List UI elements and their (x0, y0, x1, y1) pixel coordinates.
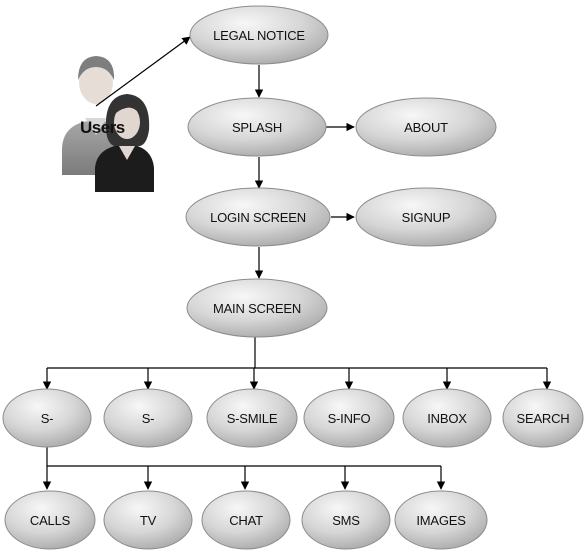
node-label: INBOX (427, 411, 467, 426)
node-label: S- (41, 411, 54, 426)
node-splash[interactable]: SPLASH (187, 97, 327, 157)
nodes: LEGAL NOTICE SPLASH ABOUT LOGIN SCREEN S… (2, 5, 584, 550)
node-s-info[interactable]: S-INFO (303, 388, 395, 448)
node-label: SPLASH (232, 120, 282, 135)
node-label: ABOUT (404, 120, 448, 135)
node-s-dash-1[interactable]: S- (2, 388, 92, 448)
node-main-screen[interactable]: MAIN SCREEN (186, 278, 328, 338)
node-label: SIGNUP (402, 210, 451, 225)
node-search[interactable]: SEARCH (502, 388, 584, 448)
node-label: SMS (332, 513, 360, 528)
node-label: IMAGES (416, 513, 466, 528)
user-female-icon (95, 94, 154, 192)
node-inbox[interactable]: INBOX (402, 388, 492, 448)
node-about[interactable]: ABOUT (355, 97, 497, 157)
node-images[interactable]: IMAGES (394, 490, 488, 550)
node-label: S- (142, 411, 155, 426)
node-signup[interactable]: SIGNUP (355, 187, 497, 247)
node-label: LOGIN SCREEN (210, 210, 306, 225)
node-sms[interactable]: SMS (301, 490, 391, 550)
node-tv[interactable]: TV (103, 490, 193, 550)
node-label: CALLS (30, 513, 71, 528)
node-label: S-SMILE (227, 411, 278, 426)
edges (42, 36, 552, 490)
users-icon: Users (62, 56, 154, 192)
node-label: CHAT (229, 513, 263, 528)
node-login-screen[interactable]: LOGIN SCREEN (185, 187, 331, 247)
node-label: MAIN SCREEN (213, 301, 301, 316)
users-label: Users (80, 118, 125, 137)
node-label: LEGAL NOTICE (213, 28, 305, 43)
node-label: TV (140, 513, 157, 528)
node-legal-notice[interactable]: LEGAL NOTICE (189, 5, 329, 65)
node-s-dash-2[interactable]: S- (103, 388, 193, 448)
node-chat[interactable]: CHAT (201, 490, 291, 550)
node-label: SEARCH (517, 411, 570, 426)
node-s-smile[interactable]: S-SMILE (206, 388, 298, 448)
node-label: S-INFO (328, 411, 371, 426)
node-calls[interactable]: CALLS (4, 490, 96, 550)
users-to-legal-notice-arrow (95, 36, 191, 107)
